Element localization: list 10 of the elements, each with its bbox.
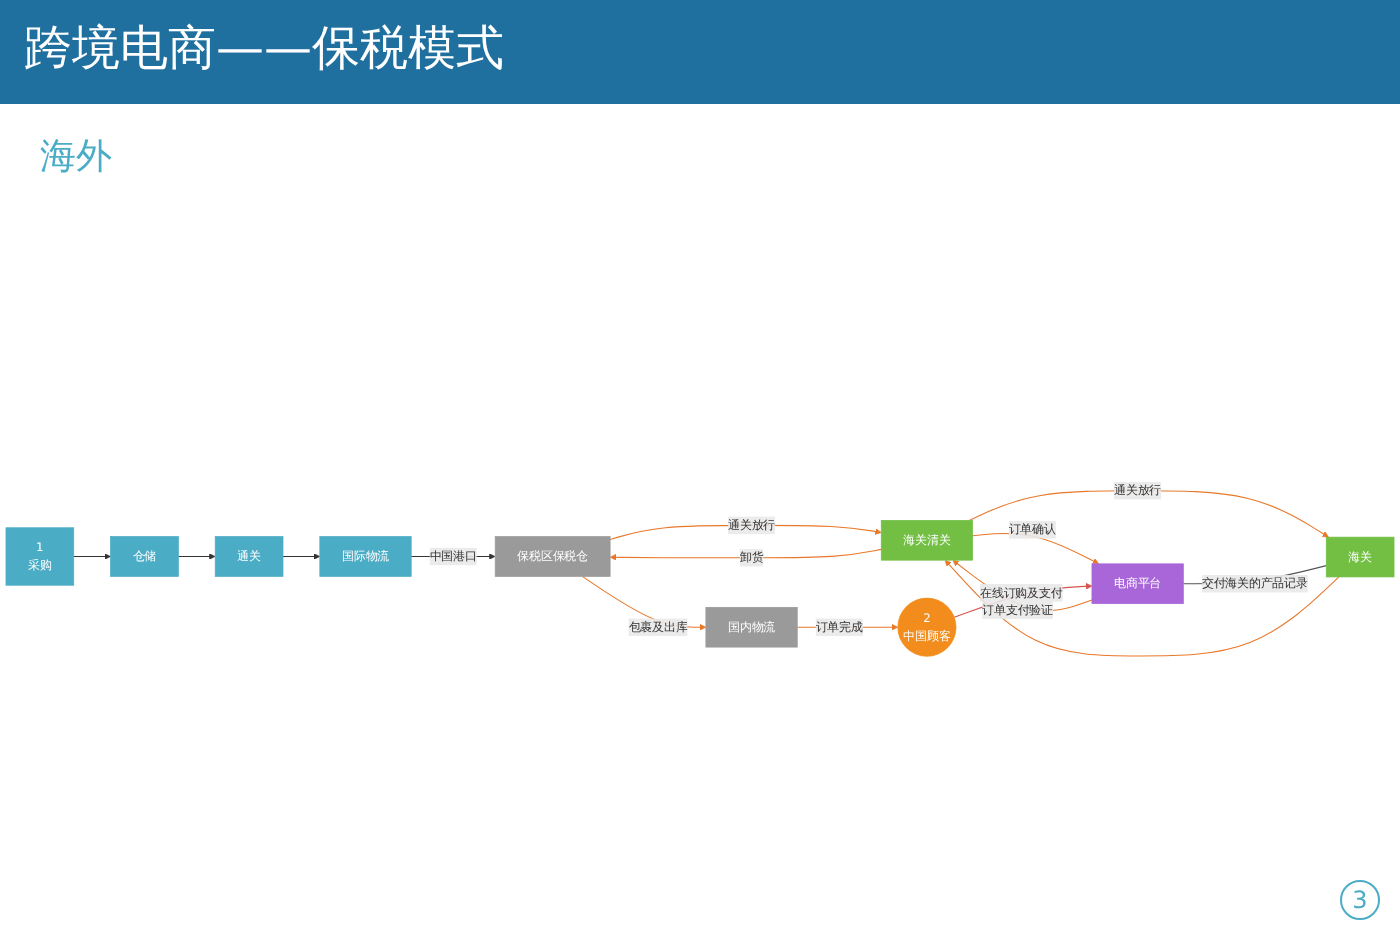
arrow [609, 549, 882, 562]
page-number: 3 [1340, 880, 1380, 920]
arrow [968, 491, 1329, 539]
arrow [282, 554, 321, 561]
arrow [73, 554, 111, 561]
column-heading: 海外 [40, 134, 112, 180]
arrow [177, 554, 216, 561]
arrow [944, 560, 1340, 658]
title: 跨境电商——保税模式 [0, 0, 1400, 104]
arrow [972, 533, 1100, 566]
